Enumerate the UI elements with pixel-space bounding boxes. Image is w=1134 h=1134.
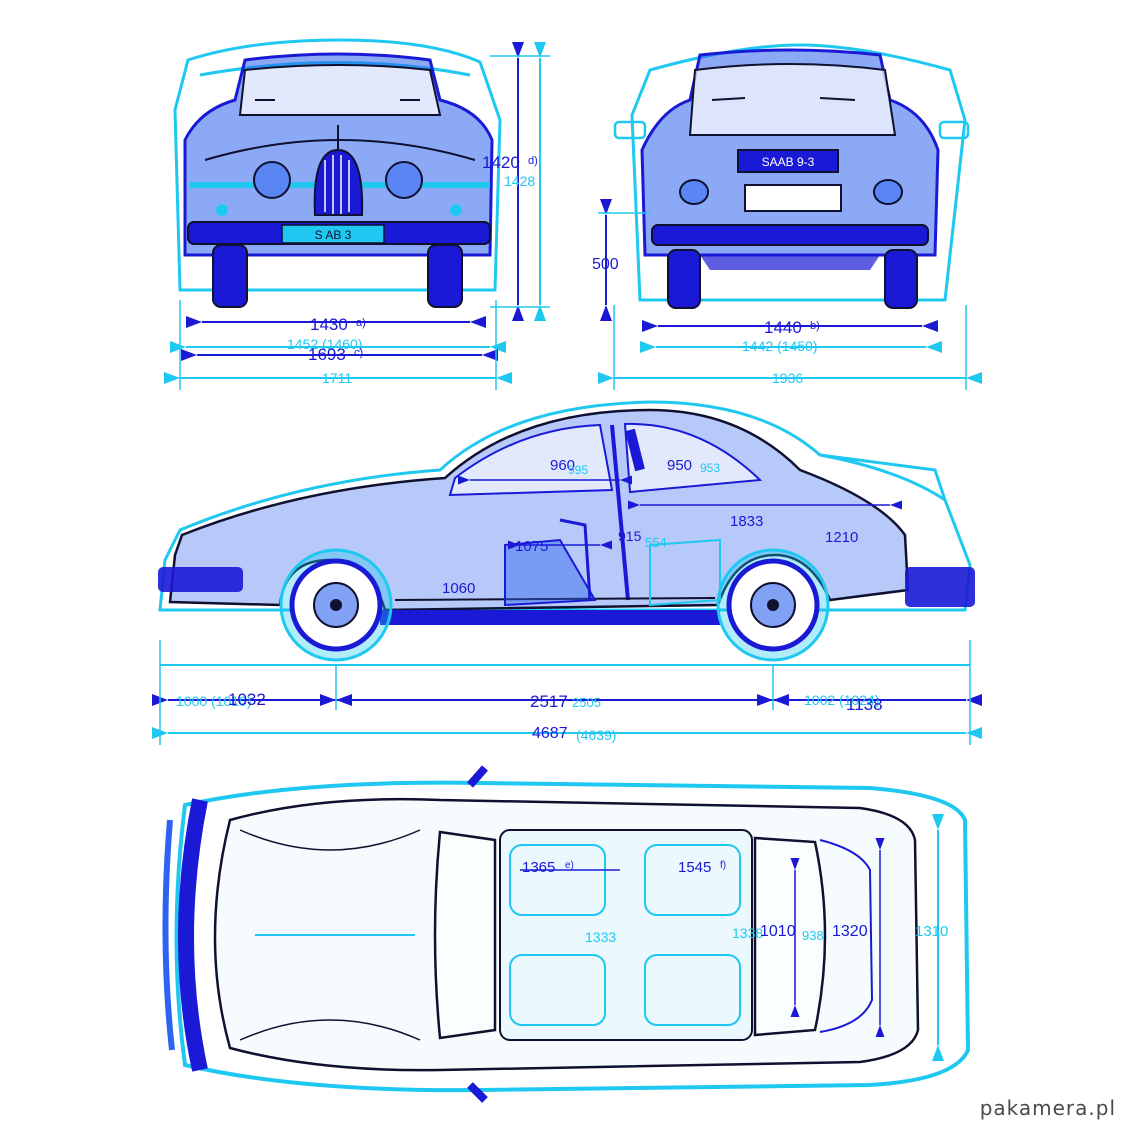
cargo-length-dimension: 1210 bbox=[825, 529, 858, 546]
front-height-alt-dimension: 1428 bbox=[504, 173, 535, 189]
rear-track-dimension: 1440 bbox=[764, 318, 802, 337]
cargo-width-dimension: 1010 bbox=[760, 923, 796, 940]
front-height-dimension: 1420 bbox=[482, 153, 520, 172]
rear-knee-dimension: 554 bbox=[645, 535, 667, 550]
shoulder-front-note: e) bbox=[565, 860, 574, 871]
top-view: 1365 e) 1545 f) 1333 1338 1010 938 1320 … bbox=[162, 765, 971, 1103]
headroom-front-dimension: 960 bbox=[550, 457, 575, 474]
front-body-width-note: c) bbox=[354, 347, 363, 359]
shoulder-rear-dimension: 1545 bbox=[678, 859, 711, 876]
front-total-width-dimension: 1711 bbox=[322, 370, 352, 386]
front-track-note: a) bbox=[356, 317, 366, 329]
front-track-alt-dimension: 1452 (1460) bbox=[287, 336, 363, 352]
headroom-front-alt-dimension: 995 bbox=[568, 463, 588, 477]
rear-track-note: b) bbox=[810, 320, 820, 332]
body-width-inner-dimension: 1320 bbox=[832, 923, 868, 940]
rear-total-width-dimension: 1936 bbox=[772, 370, 803, 386]
rear-license-plate: SAAB 9-3 bbox=[762, 155, 815, 169]
shoulder-rear-note: f) bbox=[720, 860, 726, 871]
rear-view: SAAB 9-3 500 1440 b) 1442 (1450) 1936 bbox=[592, 43, 982, 390]
overall-length-alt-dimension: (4639) bbox=[576, 727, 616, 743]
front-overhang-alt-dimension: 1000 (1010) bbox=[176, 693, 252, 709]
rear-overhang-alt-dimension: 1002 (1024) bbox=[804, 692, 880, 708]
front-license-plate: S AB 3 bbox=[315, 228, 352, 242]
cargo-width-alt-dimension: 938 bbox=[802, 928, 824, 943]
front-height-note: d) bbox=[528, 155, 538, 167]
rear-ground-clearance-dimension: 500 bbox=[592, 256, 619, 273]
overall-length-dimension: 4687 bbox=[532, 725, 568, 742]
elbow-front-dimension: 1333 bbox=[585, 929, 616, 945]
headroom-rear-dimension: 950 bbox=[667, 457, 692, 474]
seat-front-dimension: 1060 bbox=[442, 580, 475, 597]
front-track-dimension: 1430 bbox=[310, 315, 348, 334]
rear-overhang-dimension: 1138 bbox=[846, 695, 883, 714]
front-view: S AB 3 1420 d) 1428 1430 a) 1452 (1460) … bbox=[164, 38, 550, 390]
watermark-text: pakamera.pl bbox=[979, 1096, 1116, 1120]
side-view: 960 995 950 953 1075 1060 915 554 1833 1… bbox=[152, 400, 982, 745]
body-width-rear-dimension: 1310 bbox=[915, 923, 948, 940]
front-body-width-dimension: 1693 bbox=[308, 345, 346, 364]
wheelbase-dimension: 2517 bbox=[530, 692, 568, 711]
rear-track-alt-dimension: 1442 (1450) bbox=[742, 338, 818, 354]
headroom-rear-alt-dimension: 953 bbox=[700, 461, 720, 475]
cabin-length-dimension: 1833 bbox=[730, 513, 763, 530]
seat-depth-dimension: 915 bbox=[618, 528, 642, 544]
wheelbase-alt-dimension: 2505 bbox=[572, 695, 601, 710]
front-overhang-dimension: 1032 bbox=[228, 690, 266, 709]
legroom-front-dimension: 1075 bbox=[515, 538, 548, 555]
shoulder-front-dimension: 1365 bbox=[522, 859, 555, 876]
elbow-rear-dimension: 1338 bbox=[732, 925, 763, 941]
